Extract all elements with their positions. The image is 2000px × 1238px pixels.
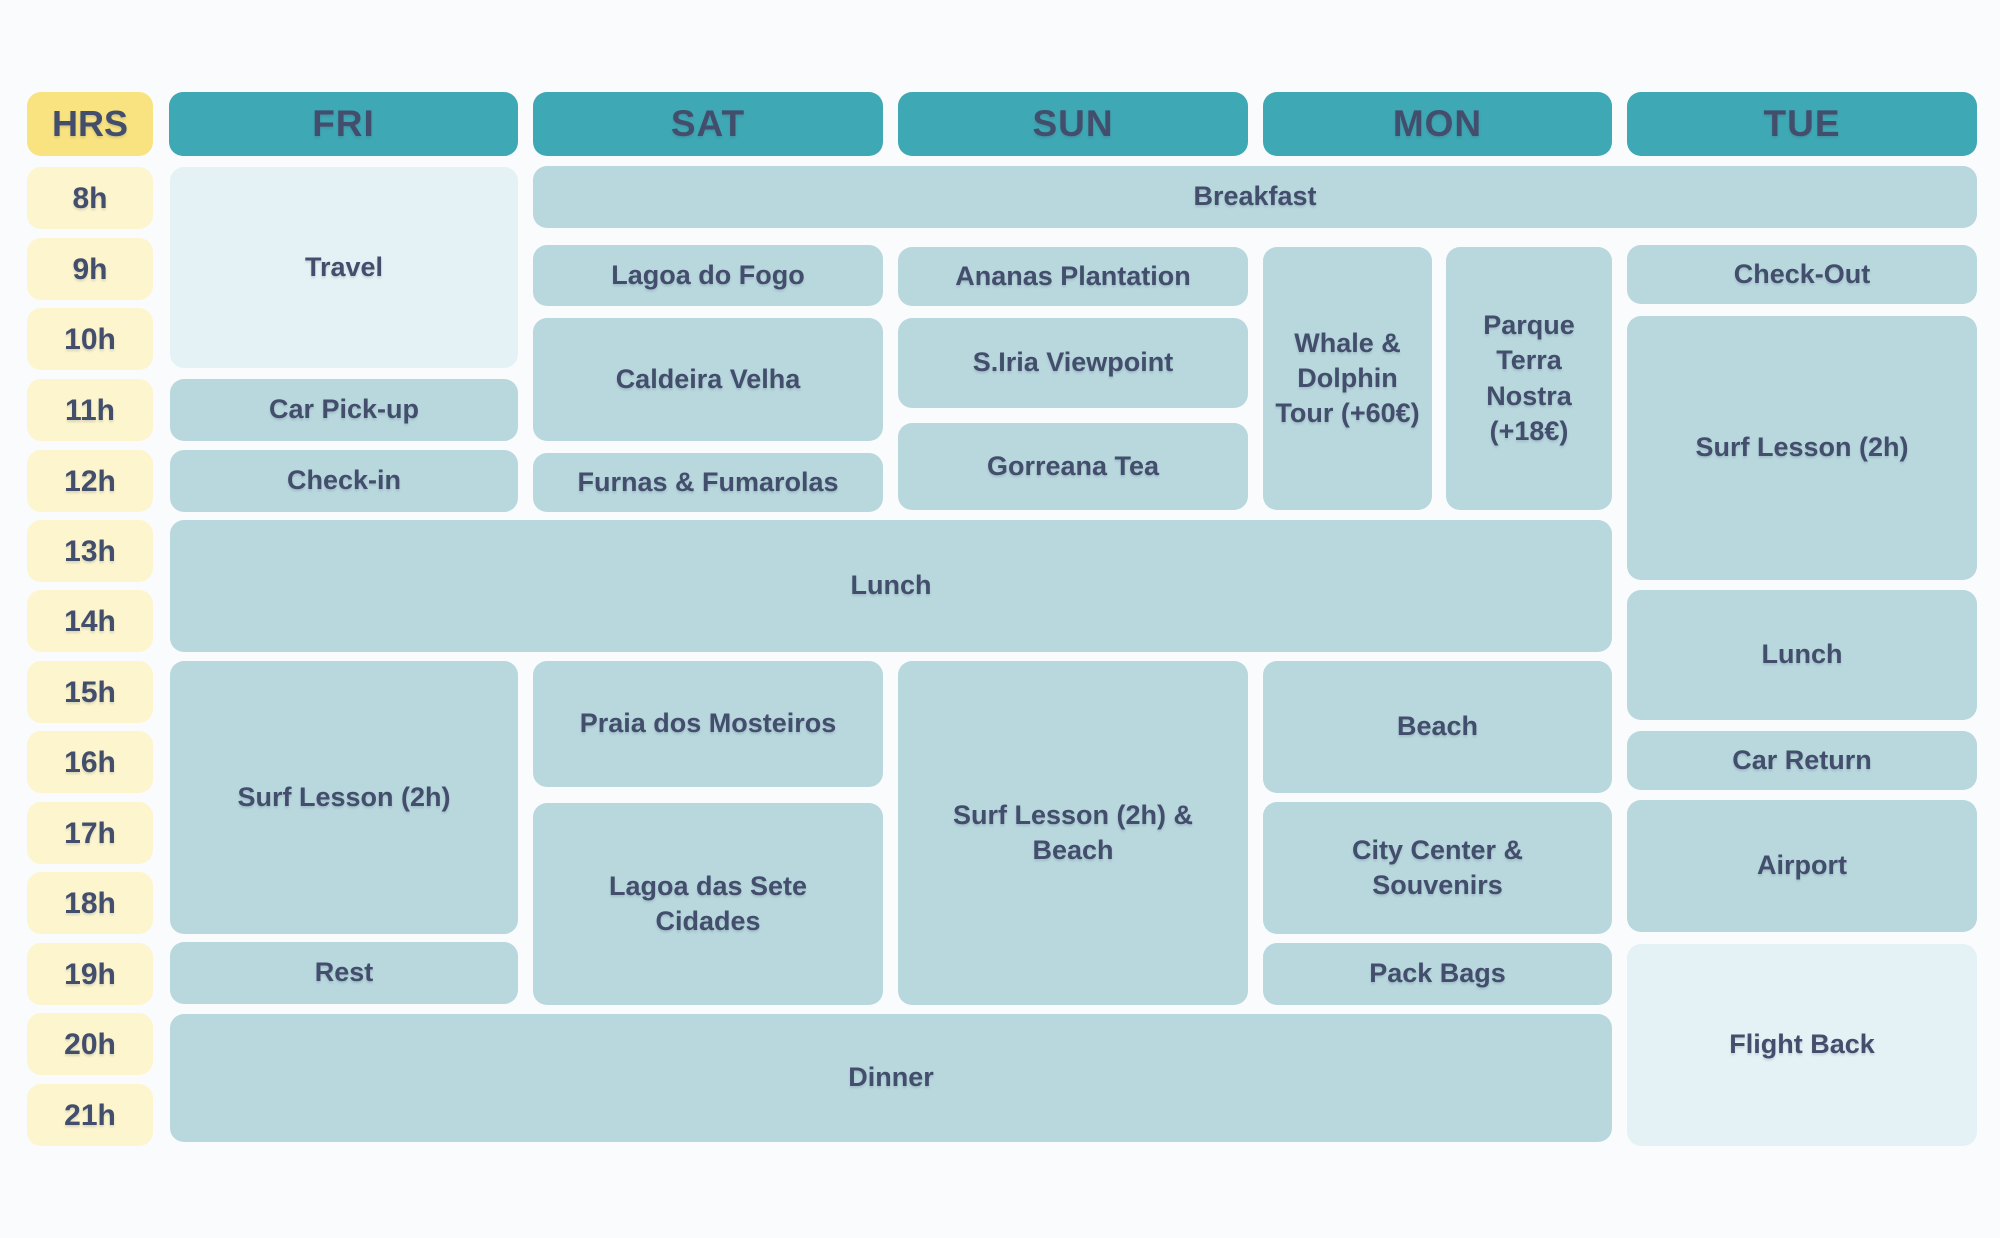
activity-lunch: Lunch: [170, 520, 1612, 652]
activity-rest: Rest: [170, 942, 518, 1004]
hour-label-12h: 12h: [27, 450, 153, 512]
hour-label-20h: 20h: [27, 1013, 153, 1075]
activity-surf-lesson-tue: Surf Lesson (2h): [1627, 316, 1977, 580]
activity-gorreana-tea: Gorreana Tea: [898, 423, 1248, 510]
hour-label-14h: 14h: [27, 590, 153, 652]
hour-label-21h: 21h: [27, 1084, 153, 1146]
activity-parque-terra-nostra: Parque Terra Nostra (+18€): [1446, 247, 1612, 510]
activity-ananas-plantation: Ananas Plantation: [898, 247, 1248, 306]
hour-label-8h: 8h: [27, 167, 153, 229]
activity-airport: Airport: [1627, 800, 1977, 932]
activity-surf-lesson-fri: Surf Lesson (2h): [170, 661, 518, 934]
activity-caldeira-velha: Caldeira Velha: [533, 318, 883, 441]
activity-whale-dolphin-tour: Whale & Dolphin Tour (+60€): [1263, 247, 1432, 510]
hour-label-11h: 11h: [27, 379, 153, 441]
activity-check-out: Check-Out: [1627, 245, 1977, 304]
hour-label-9h: 9h: [27, 238, 153, 300]
activity-lunch-tue: Lunch: [1627, 590, 1977, 720]
hour-label-13h: 13h: [27, 520, 153, 582]
day-header-tue: TUE: [1627, 92, 1977, 156]
activity-lagoa-do-fogo: Lagoa do Fogo: [533, 245, 883, 306]
hours-column-header: HRS: [27, 92, 153, 156]
activity-surf-lesson-beach: Surf Lesson (2h) & Beach: [898, 661, 1248, 1005]
activity-pack-bags: Pack Bags: [1263, 943, 1612, 1005]
activity-car-return: Car Return: [1627, 731, 1977, 790]
hour-label-16h: 16h: [27, 731, 153, 793]
activity-furnas-fumarolas: Furnas & Fumarolas: [533, 453, 883, 512]
activity-dinner: Dinner: [170, 1014, 1612, 1142]
activity-city-center-souvenirs: City Center & Souvenirs: [1263, 802, 1612, 934]
activity-praia-dos-mosteiros: Praia dos Mosteiros: [533, 661, 883, 787]
hour-label-18h: 18h: [27, 872, 153, 934]
day-header-mon: MON: [1263, 92, 1612, 156]
activity-flight-back: Flight Back: [1627, 944, 1977, 1146]
activity-travel: Travel: [170, 167, 518, 368]
activity-siria-viewpoint: S.Iria Viewpoint: [898, 318, 1248, 408]
hour-label-10h: 10h: [27, 308, 153, 370]
activity-lagoa-das-sete-cidades: Lagoa das Sete Cidades: [533, 803, 883, 1005]
activity-check-in: Check-in: [170, 450, 518, 512]
day-header-sun: SUN: [898, 92, 1248, 156]
hour-label-17h: 17h: [27, 802, 153, 864]
activity-beach: Beach: [1263, 661, 1612, 793]
activity-breakfast: Breakfast: [533, 166, 1977, 228]
hour-label-19h: 19h: [27, 943, 153, 1005]
day-header-sat: SAT: [533, 92, 883, 156]
hour-label-15h: 15h: [27, 661, 153, 723]
day-header-fri: FRI: [169, 92, 518, 156]
activity-car-pickup: Car Pick-up: [170, 379, 518, 441]
